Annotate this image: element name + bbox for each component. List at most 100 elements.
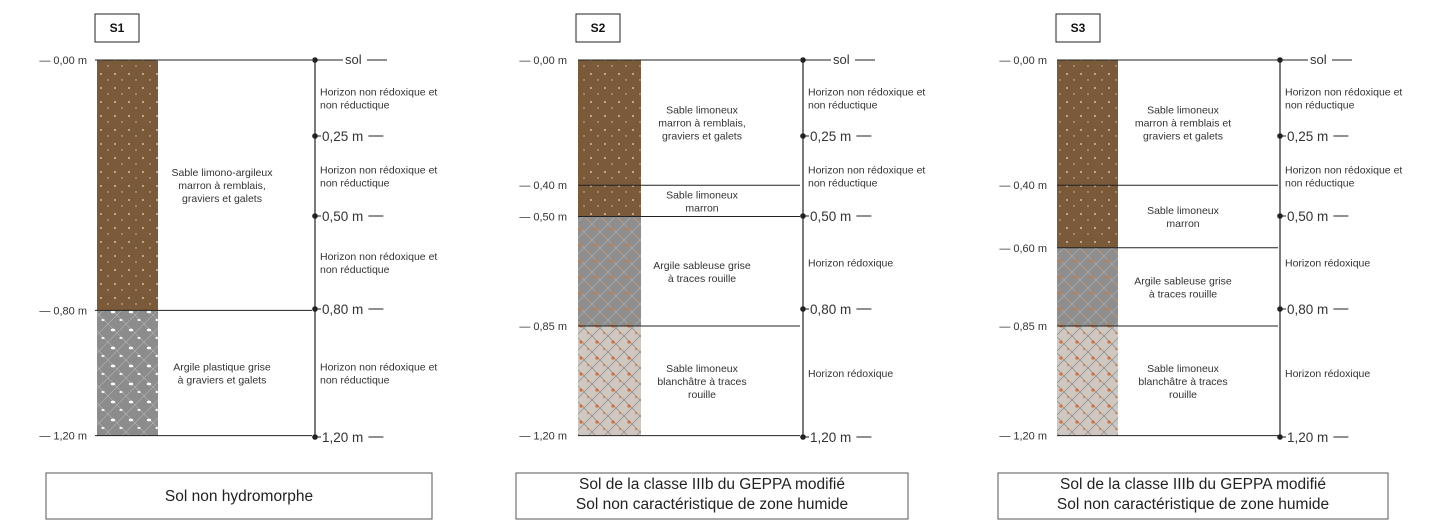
layer-description: Argile sableuse grise bbox=[1134, 275, 1232, 287]
scale-label: 0,25 m bbox=[1287, 129, 1328, 144]
horizon-description: Horizon non rédoxique et bbox=[320, 362, 437, 374]
soil-profile-s3: S3 — 0,00 m — 0,40 m — 0,60 m — 0,85 m — 1,20… bbox=[997, 13, 1402, 520]
conclusion-text: Sol de la classe IIIb du GEPPA modifié bbox=[1060, 476, 1326, 493]
horizon-description: non réductique bbox=[320, 264, 390, 276]
conclusion-text: Sol non caractéristique de zone humide bbox=[576, 496, 848, 513]
layer-description: blanchâtre à traces bbox=[657, 376, 746, 388]
depth-label: — 1,20 m bbox=[999, 431, 1047, 443]
horizon-description: Horizon rédoxique bbox=[1285, 368, 1370, 380]
layer-description: à graviers et galets bbox=[178, 375, 267, 387]
horizon-description: Horizon rédoxique bbox=[808, 368, 893, 380]
soil-layer bbox=[578, 216, 641, 327]
scale-label: 0,80 m bbox=[810, 302, 851, 317]
depth-label: — 0,40 m bbox=[519, 180, 567, 192]
scale-label: 0,80 m bbox=[1287, 302, 1328, 317]
soil-layer bbox=[1057, 247, 1118, 327]
horizon-description: non réductique bbox=[320, 178, 390, 190]
profile-title: S1 bbox=[110, 21, 125, 35]
conclusion-box bbox=[997, 472, 1389, 520]
layer-description: marron à remblais, bbox=[178, 180, 266, 192]
scale-label: sol bbox=[1310, 52, 1327, 67]
scale-label: 1,20 m bbox=[1287, 430, 1328, 445]
layer-description: Sable limoneux bbox=[1147, 205, 1220, 217]
layer-description: à traces rouille bbox=[1149, 288, 1217, 300]
layer-description: blanchâtre à traces bbox=[1138, 376, 1227, 388]
profile-title-box bbox=[94, 13, 140, 43]
horizon-description: Horizon non rédoxique et bbox=[1285, 165, 1402, 177]
layer-description: rouille bbox=[1169, 389, 1197, 401]
soil-layer bbox=[578, 326, 641, 436]
horizon-description: Horizon non rédoxique et bbox=[808, 165, 925, 177]
horizon-description: Horizon rédoxique bbox=[1285, 258, 1370, 270]
soil-layer bbox=[578, 185, 641, 217]
layer-description: Sable limoneux bbox=[666, 105, 739, 117]
horizon-description: non réductique bbox=[1285, 178, 1355, 190]
horizon-description: non réductique bbox=[808, 100, 878, 112]
scale-label: 0,50 m bbox=[322, 209, 363, 224]
soil-layer bbox=[97, 310, 158, 436]
scale-label: 0,25 m bbox=[810, 129, 851, 144]
horizon-description: Horizon non rédoxique et bbox=[320, 165, 437, 177]
depth-label: — 0,00 m bbox=[39, 55, 87, 67]
scale-label: sol bbox=[345, 52, 362, 67]
soil-layer bbox=[1057, 326, 1118, 436]
depth-label: — 0,85 m bbox=[999, 321, 1047, 333]
soil-profile-s1: S1 — 0,00 m — 0,80 m — 1,20 m Sable limono-a… bbox=[39, 13, 437, 520]
conclusion-text: Sol non caractéristique de zone humide bbox=[1057, 496, 1329, 513]
horizon-description: non réductique bbox=[320, 100, 390, 112]
scale-label: 0,50 m bbox=[1287, 209, 1328, 224]
scale-label: 0,80 m bbox=[322, 302, 363, 317]
horizon-description: non réductique bbox=[808, 178, 878, 190]
layer-description: à traces rouille bbox=[668, 273, 736, 285]
profile-title-box bbox=[575, 13, 621, 43]
layer-description: marron bbox=[1166, 218, 1199, 230]
horizon-description: Horizon non rédoxique et bbox=[1285, 87, 1402, 99]
depth-label: — 0,00 m bbox=[999, 55, 1047, 67]
profile-title: S2 bbox=[591, 21, 606, 35]
layer-description: graviers et galets bbox=[662, 131, 742, 143]
conclusion-box bbox=[515, 472, 909, 520]
depth-label: — 1,20 m bbox=[39, 431, 87, 443]
scale-label: sol bbox=[833, 52, 850, 67]
scale-label: 1,20 m bbox=[322, 430, 363, 445]
horizon-description: Horizon non rédoxique et bbox=[320, 251, 437, 263]
layer-description: Sable limoneux bbox=[1147, 363, 1220, 375]
horizon-description: non réductique bbox=[1285, 100, 1355, 112]
depth-label: — 0,00 m bbox=[519, 55, 567, 67]
horizon-description: Horizon rédoxique bbox=[808, 258, 893, 270]
depth-label: — 0,85 m bbox=[519, 321, 567, 333]
depth-label: — 0,60 m bbox=[999, 243, 1047, 255]
layer-description: Argile plastique grise bbox=[173, 362, 271, 374]
layer-description: graviers et galets bbox=[1143, 131, 1223, 143]
depth-label: — 0,80 m bbox=[39, 305, 87, 317]
layer-description: marron à remblais, bbox=[658, 118, 746, 130]
depth-label: — 0,40 m bbox=[999, 180, 1047, 192]
layer-description: marron bbox=[685, 202, 718, 214]
depth-label: — 0,50 m bbox=[519, 212, 567, 224]
layer-description: Sable limoneux bbox=[1147, 105, 1220, 117]
layer-description: marron à remblais et bbox=[1135, 118, 1231, 130]
profile-title-box bbox=[1055, 13, 1101, 43]
soil-profile-s2: S2 — 0,00 m — 0,40 m — 0,50 m — 0,85 m — 1,20… bbox=[515, 13, 925, 520]
scale-label: 0,50 m bbox=[810, 209, 851, 224]
layer-description: rouille bbox=[688, 389, 716, 401]
layer-description: Sable limono-argileux bbox=[172, 167, 274, 179]
soil-layer bbox=[97, 60, 158, 311]
conclusion-text: Sol non hydromorphe bbox=[165, 488, 313, 505]
scale-label: 1,20 m bbox=[810, 430, 851, 445]
profile-title: S3 bbox=[1071, 21, 1086, 35]
conclusion-box bbox=[45, 472, 433, 520]
layer-description: graviers et galets bbox=[182, 193, 262, 205]
scale-label: 0,25 m bbox=[322, 129, 363, 144]
soil-layer bbox=[1057, 60, 1118, 186]
layer-description: Argile sableuse grise bbox=[653, 260, 751, 272]
layer-description: Sable limoneux bbox=[666, 189, 739, 201]
horizon-description: Horizon non rédoxique et bbox=[808, 87, 925, 99]
soil-layer bbox=[578, 60, 641, 186]
conclusion-text: Sol de la classe IIIb du GEPPA modifié bbox=[579, 476, 845, 493]
horizon-description: non réductique bbox=[320, 375, 390, 387]
soil-layer bbox=[1057, 185, 1118, 248]
layer-description: Sable limoneux bbox=[666, 363, 739, 375]
depth-label: — 1,20 m bbox=[519, 431, 567, 443]
